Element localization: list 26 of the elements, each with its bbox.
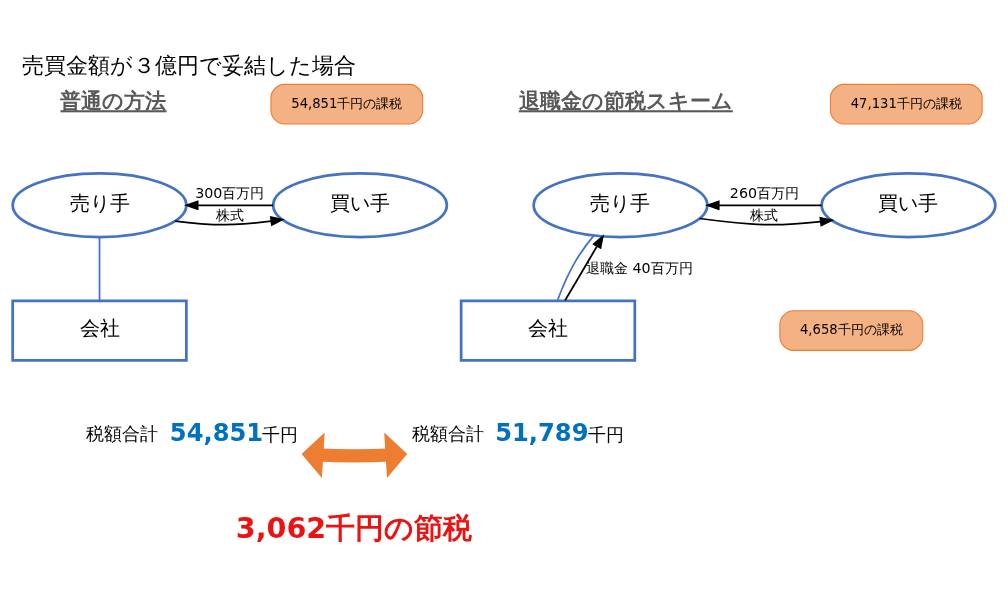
arrow <box>183 199 274 210</box>
arrow <box>174 215 285 226</box>
node-box: 会社 <box>459 299 637 362</box>
arrow <box>698 216 835 227</box>
label: 退職金の節税スキーム <box>518 88 733 113</box>
arrow <box>705 199 823 210</box>
node-box: 54,851千円の課税 <box>270 83 424 124</box>
edge-label: 退職金 40百万円 <box>585 259 693 276</box>
node-box: 4,658千円の課税 <box>779 309 924 351</box>
node-box: 会社 <box>11 299 188 362</box>
edge-label: 株式 <box>215 206 244 223</box>
node-text: 税額合計 54,851千円 <box>86 418 299 447</box>
connector <box>98 236 101 301</box>
connector <box>556 234 595 302</box>
edge-label: 300百万円 <box>195 184 265 201</box>
node-ellipse: 売り手 <box>11 171 188 239</box>
node-ellipse: 売り手 <box>532 171 709 239</box>
arrow <box>301 431 408 478</box>
edge-label: 株式 <box>750 206 779 223</box>
node-box: 47,131千円の課税 <box>829 83 983 124</box>
label: 3,062千円の節税 <box>235 510 473 545</box>
arrow <box>564 233 605 301</box>
diagram-title: 売買金額が３億円で妥結した場合 <box>21 52 356 78</box>
node-text: 税額合計 51,789千円 <box>411 418 624 447</box>
label: 普通の方法 <box>60 88 167 113</box>
edge-label: 260百万円 <box>729 184 800 201</box>
